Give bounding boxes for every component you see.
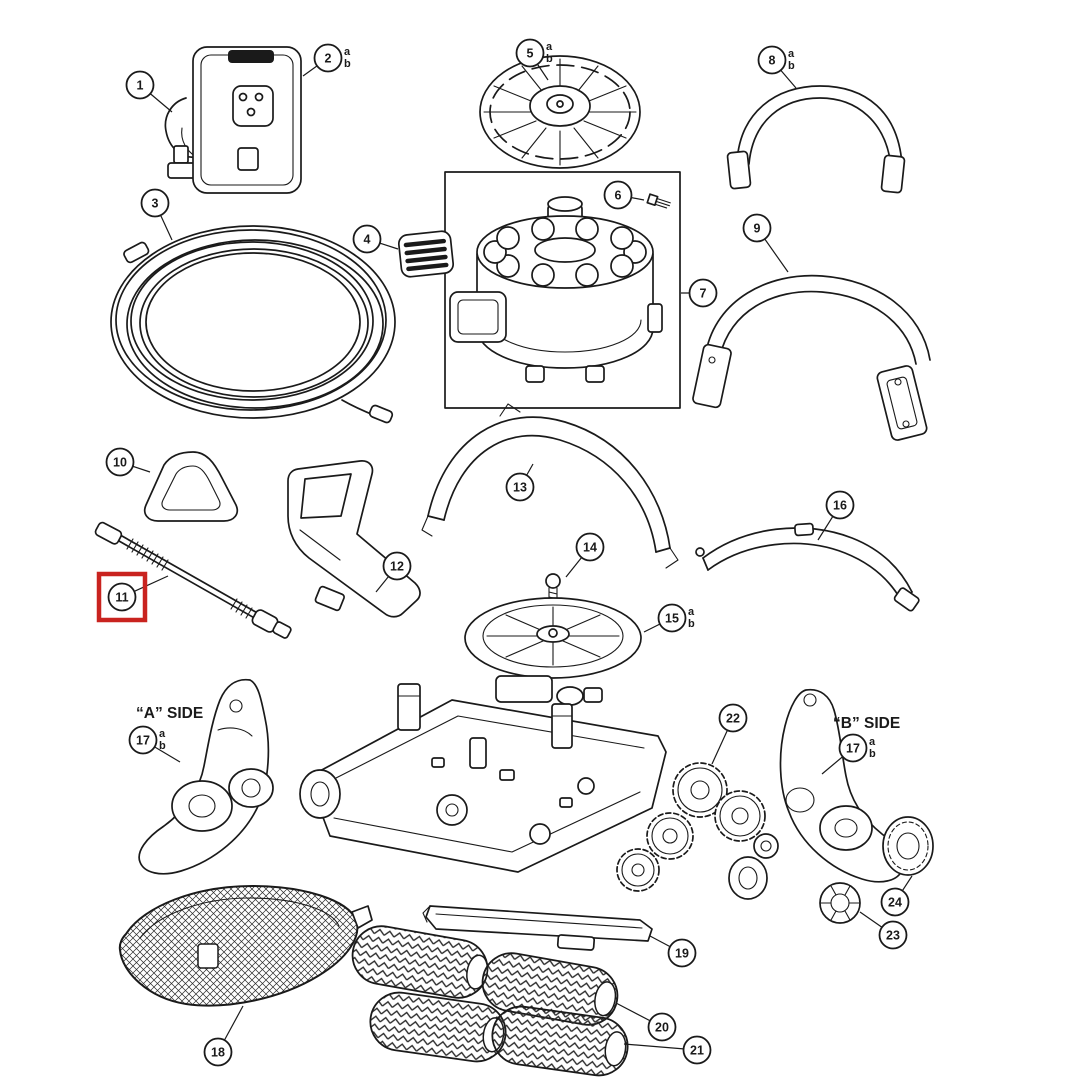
callout-suffix: b xyxy=(869,748,876,760)
callout-20[interactable]: 20 xyxy=(615,1002,677,1042)
callout-number: 4 xyxy=(364,233,371,247)
part-turbine-disc xyxy=(464,597,642,706)
callout-number: 18 xyxy=(211,1046,225,1060)
part-side-plate-a xyxy=(138,678,274,875)
callout-number: 13 xyxy=(513,481,527,495)
callout-16[interactable]: 16 xyxy=(817,490,855,541)
part-screw-6 xyxy=(646,193,671,209)
callout-number: 7 xyxy=(700,287,707,301)
callout-14[interactable]: 14 xyxy=(565,532,605,578)
callout-number: 9 xyxy=(754,222,761,236)
part-impeller-top xyxy=(479,55,641,169)
callout-22[interactable]: 22 xyxy=(711,703,748,765)
callout-number: 16 xyxy=(833,499,847,513)
callout-number: 10 xyxy=(113,456,127,470)
part-mesh-basket xyxy=(118,884,373,1007)
callout-15[interactable]: 15 ab xyxy=(643,603,695,633)
callout-number: 6 xyxy=(615,189,622,203)
callout-12[interactable]: 12 xyxy=(375,551,412,593)
callout-21[interactable]: 21 xyxy=(623,1035,712,1065)
callout-number: 5 xyxy=(527,47,534,61)
callout-4[interactable]: 4 xyxy=(352,224,399,254)
callout-24[interactable]: 24 xyxy=(880,875,913,917)
highlight-box xyxy=(96,571,148,623)
side-a-label: “A” SIDE xyxy=(136,705,203,722)
callout-number: 3 xyxy=(152,197,159,211)
callout-number: 24 xyxy=(888,896,902,910)
part-swivel-cord xyxy=(94,521,292,639)
callout-9[interactable]: 9 xyxy=(742,213,789,273)
callout-number: 14 xyxy=(583,541,597,555)
callout-number: 19 xyxy=(675,947,689,961)
part-chassis-body xyxy=(299,683,667,873)
callout-suffix: b xyxy=(159,740,166,752)
callout-1[interactable]: 1 xyxy=(125,70,173,113)
callout-11[interactable]: 11 xyxy=(96,571,169,623)
part-wheel xyxy=(882,816,934,876)
part-filter-plate xyxy=(397,230,455,278)
part-side-plate-b xyxy=(779,688,904,883)
callout-number: 12 xyxy=(390,560,404,574)
callout-17b[interactable]: 17 ab xyxy=(821,733,876,775)
callout-number: 17 xyxy=(846,742,860,756)
callout-6[interactable]: 6 xyxy=(603,180,645,210)
callout-number: 17 xyxy=(136,734,150,748)
motor-assembly-box xyxy=(444,171,681,409)
part-hub-nut xyxy=(819,882,861,924)
callout-number: 11 xyxy=(115,591,128,605)
part-screw-14 xyxy=(545,573,561,603)
callout-suffix: b xyxy=(344,58,351,70)
callout-suffix: a xyxy=(546,41,553,53)
part-curved-brace xyxy=(695,522,920,612)
callout-suffix: a xyxy=(159,728,166,740)
part-grip-triangle xyxy=(143,451,239,522)
part-floating-cable xyxy=(110,225,396,424)
part-roller-front-left xyxy=(351,925,489,999)
side-b-label: “B” SIDE xyxy=(833,715,900,732)
callout-suffix: a xyxy=(344,46,351,58)
callout-number: 23 xyxy=(886,929,900,943)
part-handle-upper xyxy=(726,85,906,194)
callout-18[interactable]: 18 xyxy=(203,1005,244,1067)
callout-number: 20 xyxy=(655,1021,669,1035)
callout-suffix: b xyxy=(788,60,795,72)
callout-7[interactable]: 7 xyxy=(681,278,718,308)
callout-suffix: a xyxy=(688,606,695,618)
callout-suffix: a xyxy=(788,48,795,60)
callout-suffix: b xyxy=(688,618,695,630)
part-motor-unit xyxy=(449,196,663,383)
part-gear-cluster xyxy=(616,762,779,900)
part-bracket xyxy=(287,460,421,618)
part-handle-frame xyxy=(692,274,931,441)
callout-number: 21 xyxy=(690,1044,704,1058)
part-power-supply xyxy=(192,46,302,194)
callout-number: 22 xyxy=(726,712,740,726)
callout-17a[interactable]: 17 ab xyxy=(128,725,181,763)
callout-number: 2 xyxy=(325,52,332,66)
callout-3[interactable]: 3 xyxy=(140,188,173,241)
callout-number: 1 xyxy=(137,79,144,93)
callout-number: 15 xyxy=(665,612,679,626)
part-support-bar xyxy=(422,905,653,951)
part-frame-yoke xyxy=(421,403,679,569)
callout-23[interactable]: 23 xyxy=(859,911,908,950)
callout-10[interactable]: 10 xyxy=(105,447,151,477)
part-roller-rear-right xyxy=(491,1005,629,1077)
callout-13[interactable]: 13 xyxy=(505,463,535,502)
callout-suffix: a xyxy=(869,736,876,748)
callout-suffix: b xyxy=(546,53,553,65)
callout-number: 8 xyxy=(769,54,776,68)
callout-19[interactable]: 19 xyxy=(649,935,697,968)
